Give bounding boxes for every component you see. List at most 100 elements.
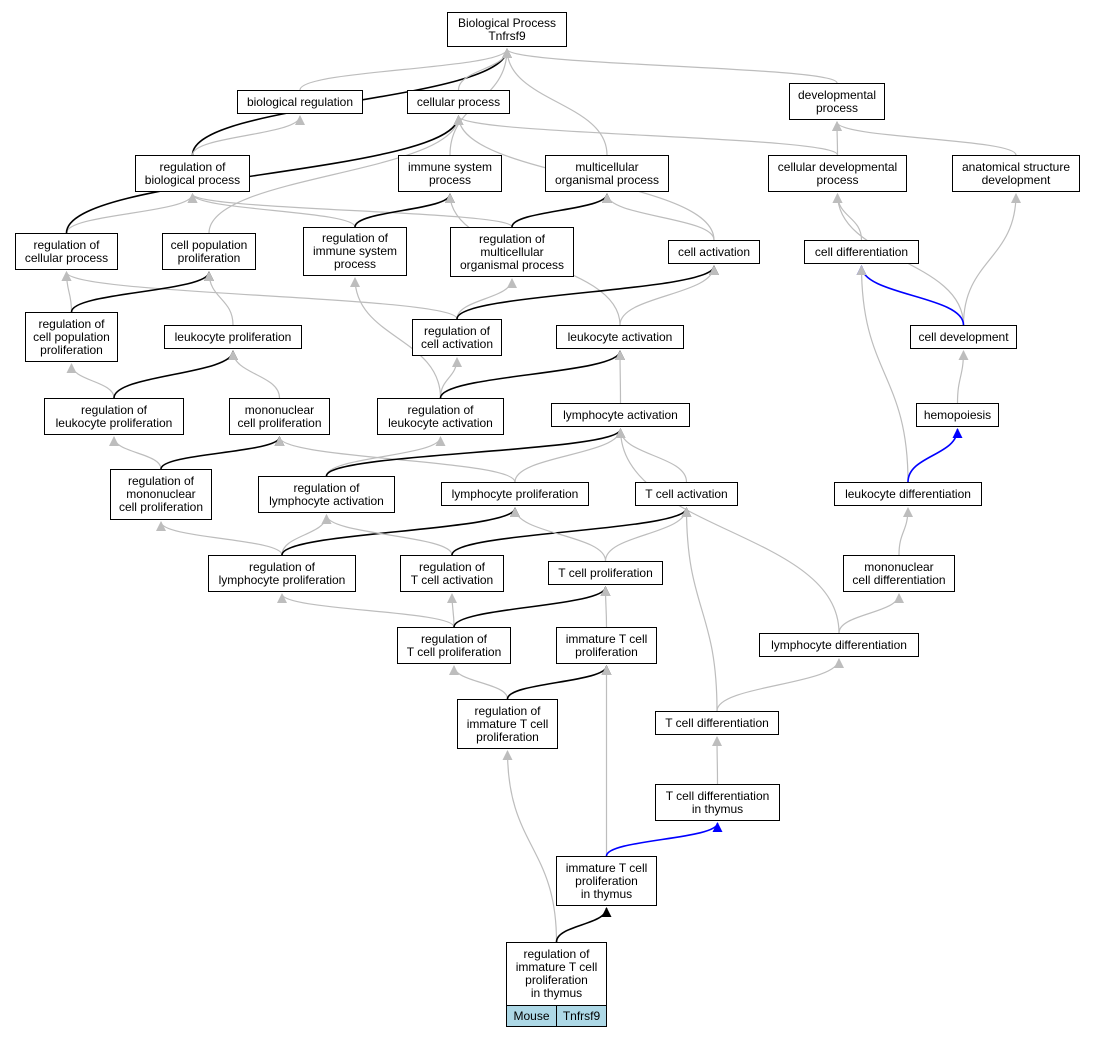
edge-is_a-regleukact-to-regcellact	[439, 357, 462, 399]
edge-is_a-regleukprol-to-regcellpop	[66, 363, 115, 399]
term-node-biolreg[interactable]: biological regulation	[237, 90, 363, 114]
term-node-bp[interactable]: Biological Process Tnfrsf9	[447, 12, 567, 47]
edge-regulates-reglymphact-to-lymphact	[325, 428, 626, 477]
edge-is_a-celldevproc-to-cellproc	[453, 115, 839, 156]
term-node-regmult[interactable]: regulation of multicellular organismal p…	[450, 227, 574, 277]
edge-is_a-tcelldiffthy-to-tcelldiff	[712, 736, 723, 785]
edge-is_a-reglymphprol-to-regmononuc	[156, 521, 283, 556]
edge-is_a-tcelldiff-to-lymphdiff	[716, 658, 844, 712]
term-node-celldevproc[interactable]: cellular developmental process	[768, 155, 907, 192]
term-node-regcellproc[interactable]: regulation of cellular process	[15, 233, 118, 270]
term-node-immsys[interactable]: immune system process	[398, 155, 502, 192]
term-node-hemopoiesis[interactable]: hemopoiesis	[916, 403, 999, 427]
term-node-regimm[interactable]: regulation of immune system process	[303, 227, 407, 276]
edge-regulates-leaf-to-immtprolthy	[555, 907, 612, 943]
term-node-anatdev[interactable]: anatomical structure development	[952, 155, 1080, 192]
edge-is_a-leukprol-to-cellpopprol	[204, 271, 234, 326]
edge-is_a-multorg-to-bp	[502, 48, 608, 156]
edge-is_a-tcelldiff-to-tcellact	[681, 507, 718, 712]
edge-is_a-regcellact-to-regmult	[456, 278, 517, 320]
edge-is_a-regcellpop-to-regcellproc	[61, 271, 73, 313]
term-node-tcellact[interactable]: T cell activation	[635, 482, 738, 506]
edge-regulates-regtcellact-to-tcellact	[451, 507, 692, 556]
edge-is_a-lymphdiff-to-lymphact	[615, 428, 840, 634]
term-node-cellpopprol[interactable]: cell population proliferation	[162, 233, 256, 270]
edge-is_a-biolreg-to-bp	[299, 48, 512, 91]
term-node-tcelldiffthy[interactable]: T cell differentiation in thymus	[655, 784, 780, 821]
edge-regulates-regimm-to-immsys	[354, 193, 455, 228]
edge-is_a-leukact-to-cellact	[619, 265, 719, 326]
edge-is_a-regimm-to-regbio	[187, 193, 356, 228]
term-node-lymphact[interactable]: lymphocyte activation	[551, 403, 690, 427]
edge-is_a-leukdiff-to-celldiff	[856, 265, 909, 483]
edge-is_a-immtprol-to-tcellprol	[600, 586, 611, 628]
edge-is_a-devproc-to-bp	[502, 48, 838, 84]
edge-is_a-regimmtprol-to-regtcellprol	[449, 665, 509, 700]
term-node-leukdiff[interactable]: leukocyte differentiation	[834, 482, 982, 506]
leaf-node[interactable]: regulation of immature T cell proliferat…	[506, 942, 607, 1027]
term-node-cellproc[interactable]: cellular process	[407, 90, 510, 114]
edge-is_a-celldev-to-anatdev	[962, 193, 1021, 326]
term-node-regcellpop[interactable]: regulation of cell population proliferat…	[25, 312, 118, 362]
term-node-regimmtprol[interactable]: regulation of immature T cell proliferat…	[457, 699, 558, 749]
edge-is_a-tcellprol-to-lymphprol	[510, 507, 607, 562]
edge-is_a-anatdev-to-devproc	[832, 121, 1017, 156]
term-node-celldev[interactable]: cell development	[910, 325, 1017, 349]
term-node-regtcellact[interactable]: regulation of T cell activation	[400, 555, 504, 592]
edge-is_a-cellact-to-multorg	[602, 193, 715, 241]
edge-regulates-regimmtprol-to-immtprol	[506, 665, 612, 700]
edge-is_a-regbio-to-biolreg	[191, 115, 305, 156]
edge-is_a-hemopoiesis-to-celldev	[956, 350, 969, 404]
term-node-regleukprol[interactable]: regulation of leukocyte proliferation	[44, 398, 184, 435]
edge-is_a-tcellact-to-lymphact	[615, 428, 688, 483]
term-node-celldiff[interactable]: cell differentiation	[804, 240, 919, 264]
term-node-devproc[interactable]: developmental process	[789, 83, 885, 120]
term-node-immtprolthy[interactable]: immature T cell proliferation in thymus	[556, 856, 657, 906]
edge-is_a-leaf-to-regimmtprol	[502, 750, 558, 943]
edge-is_a-cellpopprol-to-cellproc	[208, 115, 464, 234]
edge-is_a-mononucprol-to-leukprol	[228, 350, 281, 399]
term-node-mononucprol[interactable]: mononuclear cell proliferation	[229, 398, 330, 435]
term-node-leukact[interactable]: leukocyte activation	[556, 325, 684, 349]
species-tag: Mouse	[507, 1006, 556, 1026]
term-node-multorg[interactable]: multicellular organismal process	[545, 155, 669, 192]
term-node-regmononuc[interactable]: regulation of mononuclear cell prolifera…	[110, 469, 212, 520]
edge-is_a-regleukact-to-regimm	[350, 277, 442, 399]
edge-regulates-regcellact-to-cellact	[456, 265, 719, 320]
edge-is_a-regtcellact-to-reglymphact	[321, 514, 453, 556]
edge-part_of-leukdiff-to-hemopoiesis	[907, 428, 963, 483]
term-node-lymphdiff[interactable]: lymphocyte differentiation	[759, 633, 919, 657]
term-node-tcelldiff[interactable]: T cell differentiation	[655, 711, 779, 735]
edge-is_a-mononucdiff-to-leukdiff	[898, 507, 913, 556]
term-node-immtprol[interactable]: immature T cell proliferation	[556, 627, 657, 664]
edge-is_a-lymphact-to-leukact	[615, 350, 626, 404]
edge-regulates-regleukprol-to-leukprol	[113, 350, 238, 399]
edge-regulates-regcellpop-to-cellpopprol	[70, 271, 214, 313]
edge-is_a-celldevproc-to-devproc	[832, 121, 843, 156]
edge-is_a-reglymphact-to-regleukact	[325, 436, 446, 477]
edge-regulates-regcellproc-to-cellproc	[65, 115, 464, 234]
term-node-leukprol[interactable]: leukocyte proliferation	[164, 325, 302, 349]
edge-part_of-celldev-to-celldiff	[856, 265, 965, 326]
term-node-lymphprol[interactable]: lymphocyte proliferation	[441, 482, 589, 506]
term-node-regbio[interactable]: regulation of biological process	[135, 155, 250, 192]
edge-regulates-regtcellprol-to-tcellprol	[453, 586, 611, 628]
leaf-node-label: regulation of immature T cell proliferat…	[507, 943, 606, 1006]
term-node-mononucdiff[interactable]: mononuclear cell differentiation	[843, 555, 955, 592]
edge-regulates-regmult-to-multorg	[511, 193, 612, 228]
term-node-regcellact[interactable]: regulation of cell activation	[412, 319, 502, 356]
term-node-regtcellprol[interactable]: regulation of T cell proliferation	[397, 627, 511, 664]
term-node-tcellprol[interactable]: T cell proliferation	[548, 561, 663, 585]
edge-is_a-regcellact-to-regcellproc	[61, 271, 458, 320]
edge-regulates-reglymphprol-to-lymphprol	[281, 507, 520, 556]
edge-regulates-regleukact-to-leukact	[439, 350, 625, 399]
term-node-cellact[interactable]: cell activation	[668, 240, 760, 264]
edge-is_a-regmult-to-regbio	[187, 193, 513, 228]
term-node-reglymphact[interactable]: regulation of lymphocyte activation	[258, 476, 395, 513]
term-node-reglymphprol[interactable]: regulation of lymphocyte proliferation	[208, 555, 356, 592]
edge-regulates-regmononuc-to-mononucprol	[160, 436, 285, 470]
edge-is_a-regmononuc-to-regleukprol	[109, 436, 162, 470]
term-node-regleukact[interactable]: regulation of leukocyte activation	[377, 398, 504, 435]
